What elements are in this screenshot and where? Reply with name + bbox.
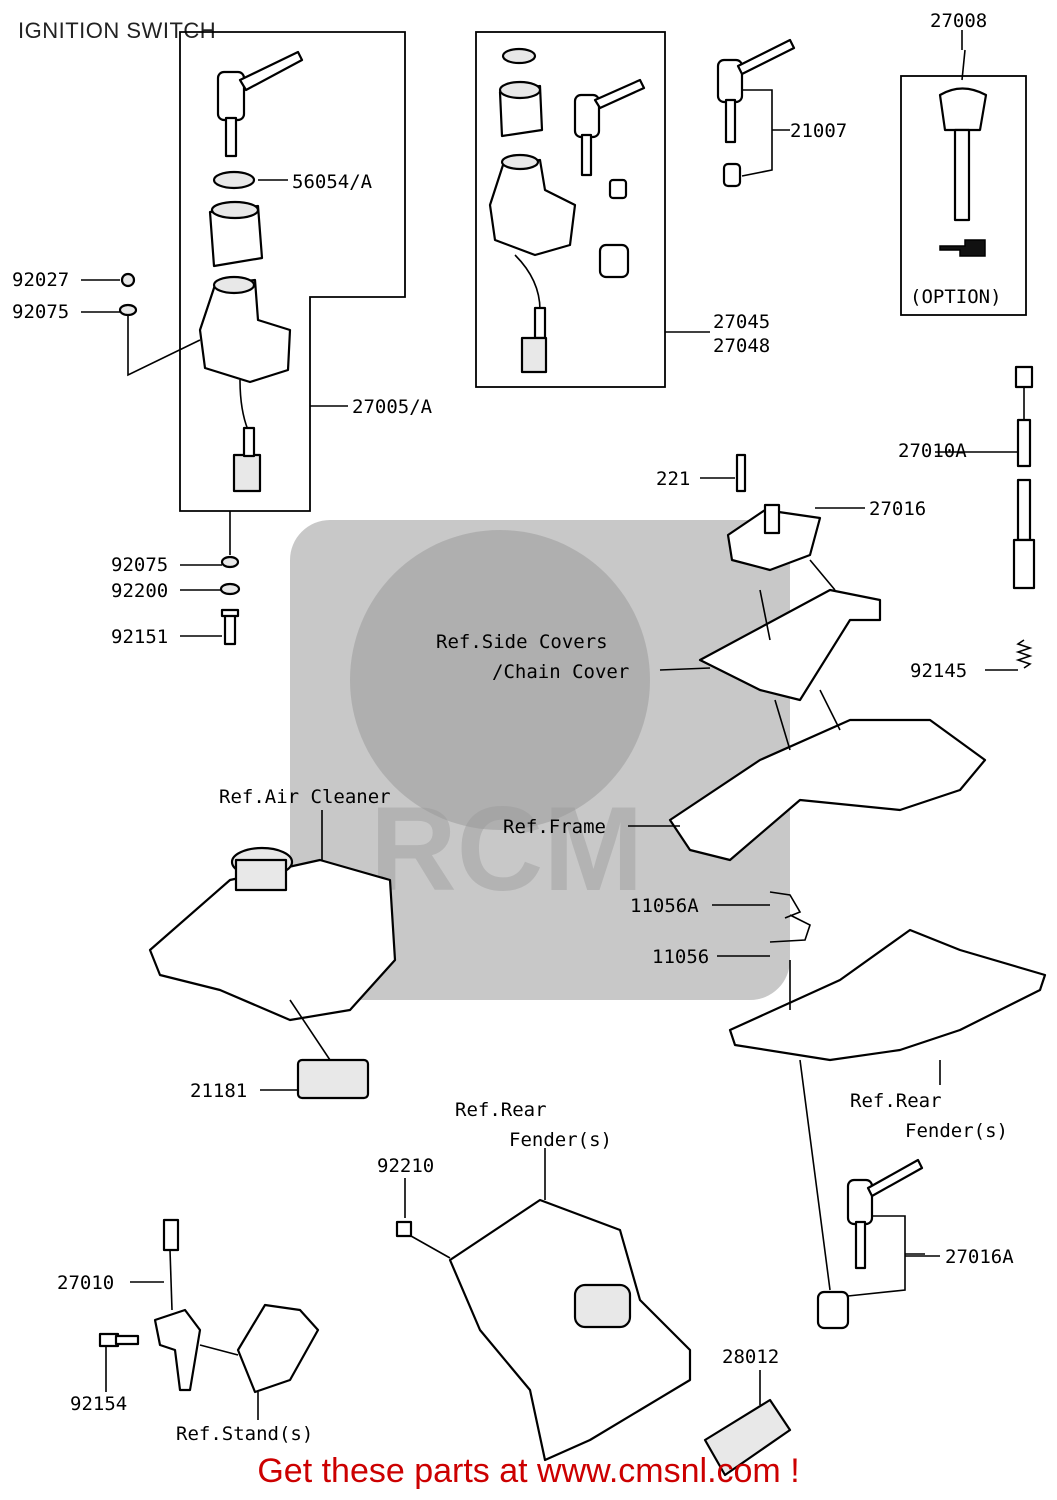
washer-92200	[219, 582, 241, 596]
washer-56054	[212, 170, 256, 190]
spring-92145	[1015, 639, 1033, 669]
cta-link[interactable]: Get these parts at www.cmsnl.com !	[257, 1452, 800, 1490]
label-21007: 21007	[790, 120, 847, 142]
key-icon-middle	[573, 78, 646, 177]
washer-92075b	[220, 555, 240, 569]
label-56054: 56054/A	[292, 171, 373, 193]
lock-cylinder-small	[608, 178, 628, 200]
label-92151: 92151	[111, 626, 168, 648]
bracket-27016	[726, 503, 822, 572]
nut-92027	[120, 272, 136, 288]
label-28012: 28012	[722, 1346, 779, 1368]
label-option: (OPTION)	[910, 286, 1002, 308]
label-ref-rear-fender-1b: Fender(s)	[905, 1120, 1008, 1142]
label-ref-air-cleaner: Ref.Air Cleaner	[219, 786, 391, 808]
label-ref-chain-cover: /Chain Cover	[492, 661, 629, 683]
lock-cylinder-27016A	[816, 1290, 850, 1330]
watermark-logo: RCM	[290, 520, 790, 1000]
cylinder-cover-icon	[498, 80, 544, 138]
frame-icon	[668, 588, 987, 862]
label-27010A: 27010A	[898, 440, 967, 462]
label-27045: 27045	[713, 311, 770, 333]
label-21181: 21181	[190, 1080, 247, 1102]
label-27048: 27048	[713, 335, 770, 357]
label-92154: 92154	[70, 1393, 127, 1415]
leader-lines	[81, 30, 1018, 1420]
key-icon	[216, 50, 304, 158]
label-11056: 11056	[652, 946, 709, 968]
label-92075a: 92075	[12, 301, 69, 323]
page-title: IGNITION SWITCH	[18, 18, 217, 43]
group-box-27005	[179, 31, 406, 512]
washer-27045-top	[501, 47, 537, 65]
rear-fender-tray-icon	[728, 928, 1047, 1062]
key-icon-21007	[716, 38, 796, 144]
air-cleaner-icon	[148, 846, 397, 1022]
lock-cylinder-21007	[722, 162, 742, 188]
label-ref-rear-fender-2b: Fender(s)	[509, 1129, 612, 1151]
bolt-92154	[98, 1332, 140, 1348]
sensor-27010A	[1012, 365, 1036, 590]
side-stand-switch-27010	[153, 1218, 202, 1392]
reflector-28012	[703, 1398, 792, 1477]
key-icon-27016A	[846, 1158, 924, 1270]
ignition-switch-middle-icon	[488, 153, 577, 374]
label-ref-frame: Ref.Frame	[503, 816, 606, 838]
clip-11056	[769, 914, 811, 943]
label-27008: 27008	[930, 10, 987, 32]
label-27016: 27016	[869, 498, 926, 520]
svg-text:RCM: RCM	[370, 782, 643, 916]
clip-11056A	[769, 891, 802, 919]
part-labels: 27008 21007 56054/A 92027 92075 27045 27…	[12, 10, 1014, 1445]
stand-bracket-icon	[236, 1303, 320, 1394]
rear-fender-icon	[448, 1198, 692, 1462]
washer-92075a	[118, 303, 138, 317]
label-27010: 27010	[57, 1272, 114, 1294]
label-92200: 92200	[111, 580, 168, 602]
label-ref-rear-fender-1a: Ref.Rear	[850, 1090, 942, 1112]
label-ref-side-covers: Ref.Side Covers	[436, 631, 608, 653]
key-icon-27008	[938, 87, 988, 257]
label-27016A: 27016A	[945, 1246, 1014, 1268]
label-92145: 92145	[910, 660, 967, 682]
label-92075b: 92075	[111, 554, 168, 576]
bolt-92151	[220, 608, 240, 646]
label-ref-stand: Ref.Stand(s)	[176, 1423, 313, 1445]
label-92027: 92027	[12, 269, 69, 291]
screw-221	[735, 453, 747, 493]
module-21181	[296, 1058, 370, 1100]
lock-cylinder-middle	[598, 243, 630, 279]
label-92210: 92210	[377, 1155, 434, 1177]
switch-cover-icon	[208, 200, 264, 268]
group-box-27045	[475, 31, 666, 388]
ignition-switch-body-icon	[198, 275, 292, 493]
group-box-27008	[900, 75, 1027, 316]
label-27005: 27005/A	[352, 396, 433, 418]
label-11056A: 11056A	[630, 895, 699, 917]
label-ref-rear-fender-2a: Ref.Rear	[455, 1099, 547, 1121]
label-221: 221	[656, 468, 690, 490]
nut-92210	[395, 1220, 413, 1238]
